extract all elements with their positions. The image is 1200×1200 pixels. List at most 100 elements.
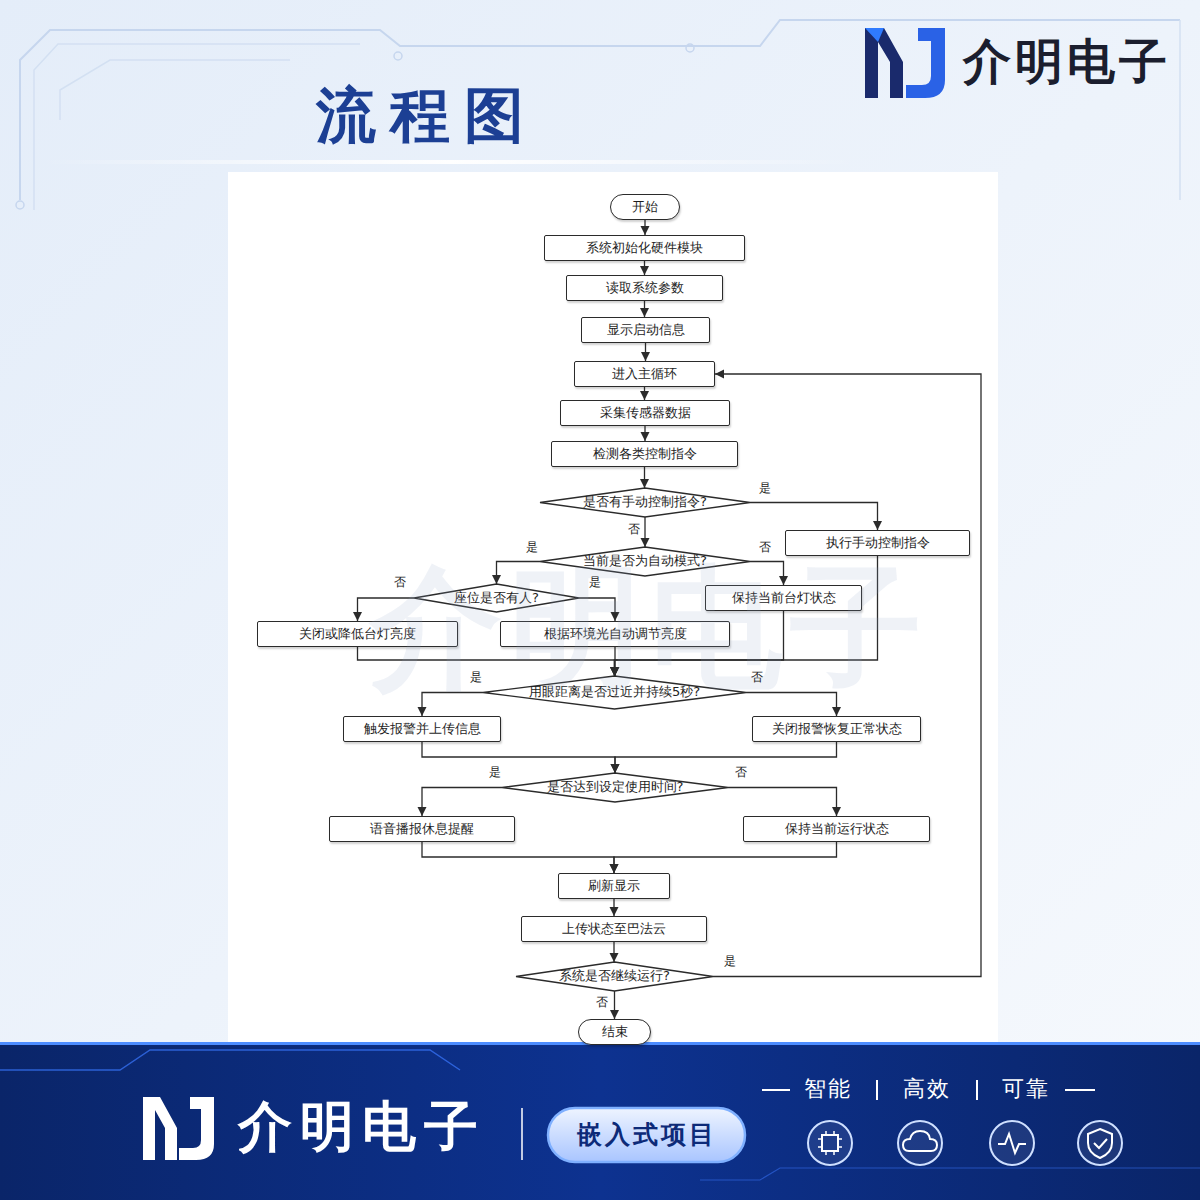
process-box: 保持当前运行状态 [743, 816, 930, 842]
flow-connector [614, 991, 615, 1019]
flow-connector [750, 562, 784, 586]
flow-connector [613, 899, 614, 916]
decision-diamond: 系统是否继续运行? [516, 962, 713, 991]
pulse-icon [998, 1134, 1026, 1153]
decision-diamond: 是否达到设定使用时间? [502, 773, 728, 802]
process-box: 读取系统参数 [566, 275, 723, 301]
edge-label: 否 [735, 766, 747, 778]
node-text: 当前是否为自动模式? [579, 554, 711, 568]
process-box: 根据环境光自动调节亮度 [500, 621, 730, 647]
edge-label: 是 [589, 576, 601, 588]
flow-connector [644, 467, 645, 488]
footer-logo [143, 1097, 214, 1160]
node-text: 根据环境光自动调节亮度 [540, 627, 691, 641]
decor-dash [1065, 1089, 1095, 1091]
circuit-node [686, 44, 694, 52]
edge-label: 否 [628, 523, 640, 535]
circuit-line [1179, 20, 1181, 200]
decor-dash [762, 1089, 790, 1091]
logo-j [179, 1097, 214, 1160]
slogan-word: 可靠 [1002, 1076, 1072, 1101]
node-text: 触发报警并上传信息 [360, 722, 485, 736]
diamond-shape [516, 962, 713, 991]
watermark: 介明电子 [370, 552, 990, 704]
diamond-shape [483, 676, 746, 709]
edge-label: 是 [470, 671, 482, 683]
flow-connector [644, 426, 645, 441]
edge-label: 否 [751, 671, 763, 683]
circuit-node [394, 52, 402, 60]
node-text: 上传状态至巴法云 [558, 922, 670, 936]
process-box: 上传状态至巴法云 [521, 916, 707, 942]
process-box: 采集传感器数据 [560, 400, 730, 426]
footer-banner [0, 1044, 1200, 1200]
node-text: 保持当前运行状态 [781, 822, 893, 836]
flow-connector [644, 301, 645, 317]
flow-connector [713, 374, 981, 977]
node-text: 保持当前台灯状态 [728, 591, 840, 605]
flow-connector [358, 598, 415, 621]
flow-connector [422, 742, 615, 773]
node-text: 是否达到设定使用时间? [543, 780, 688, 794]
flow-connector [644, 261, 645, 275]
brand-name: 介明电子 [238, 1096, 528, 1158]
logo-accent [865, 28, 884, 42]
flow-connector [613, 942, 614, 962]
flow-connector [615, 556, 878, 676]
node-text: 关闭或降低台灯亮度 [295, 627, 420, 641]
terminal-box: 开始 [610, 194, 680, 220]
flow-connector [615, 611, 784, 676]
edge-label: 是 [759, 482, 771, 494]
flow-connector [422, 842, 614, 873]
tag-text: 嵌入式项目 [548, 1108, 745, 1162]
slogan-word: 智能 [804, 1076, 874, 1101]
process-box: 显示启动信息 [581, 317, 710, 343]
logo-m [143, 1097, 177, 1160]
decision-diamond: 用眼距离是否过近并持续5秒? [483, 676, 746, 709]
page-title: 流程图 [316, 82, 636, 148]
node-text: 检测各类控制指令 [589, 447, 701, 461]
logo-m [865, 28, 903, 98]
edge-label: 否 [394, 576, 406, 588]
edge-label: 否 [759, 541, 771, 553]
chip-pins [818, 1131, 842, 1155]
logo-j [906, 28, 945, 98]
slogan-word: 高效 [903, 1076, 973, 1101]
node-text: 显示启动信息 [603, 323, 689, 337]
flow-connector [497, 562, 541, 585]
flow-connector [615, 742, 837, 773]
footer-line [0, 1050, 460, 1070]
process-box: 关闭或降低台灯亮度 [257, 621, 458, 647]
circuit-line [60, 60, 290, 120]
diamond-shape [540, 547, 750, 576]
flow-connector [422, 693, 483, 717]
shield-icon [1088, 1129, 1112, 1158]
process-box: 检测各类控制指令 [551, 441, 738, 467]
node-text: 是否有手动控制指令? [579, 495, 711, 509]
process-box: 关闭报警恢复正常状态 [752, 716, 921, 742]
separator-bar [876, 1080, 878, 1100]
node-text: 关闭报警恢复正常状态 [768, 722, 906, 736]
icon-ring [808, 1121, 852, 1165]
node-text: 语音播报休息提醒 [366, 822, 478, 836]
flow-connector [644, 517, 645, 547]
process-box: 语音播报休息提醒 [329, 816, 515, 842]
footer-divider [521, 1108, 523, 1160]
flow-connector [750, 503, 878, 531]
node-text: 刷新显示 [584, 879, 644, 893]
edge-label: 否 [596, 996, 608, 1008]
edge-label: 是 [724, 955, 736, 967]
terminal-box: 结束 [578, 1019, 651, 1045]
flow-connector [746, 693, 837, 717]
decision-diamond: 座位是否有人? [414, 584, 579, 612]
node-text: 系统是否继续运行? [555, 969, 674, 983]
node-text: 开始 [628, 200, 662, 214]
title-strip [40, 160, 860, 164]
process-box: 进入主循环 [574, 361, 715, 387]
flow-connector [728, 788, 837, 817]
footer-line [700, 1168, 1200, 1180]
node-text: 读取系统参数 [602, 281, 688, 295]
content-card [228, 172, 998, 1052]
node-text: 采集传感器数据 [596, 406, 695, 420]
